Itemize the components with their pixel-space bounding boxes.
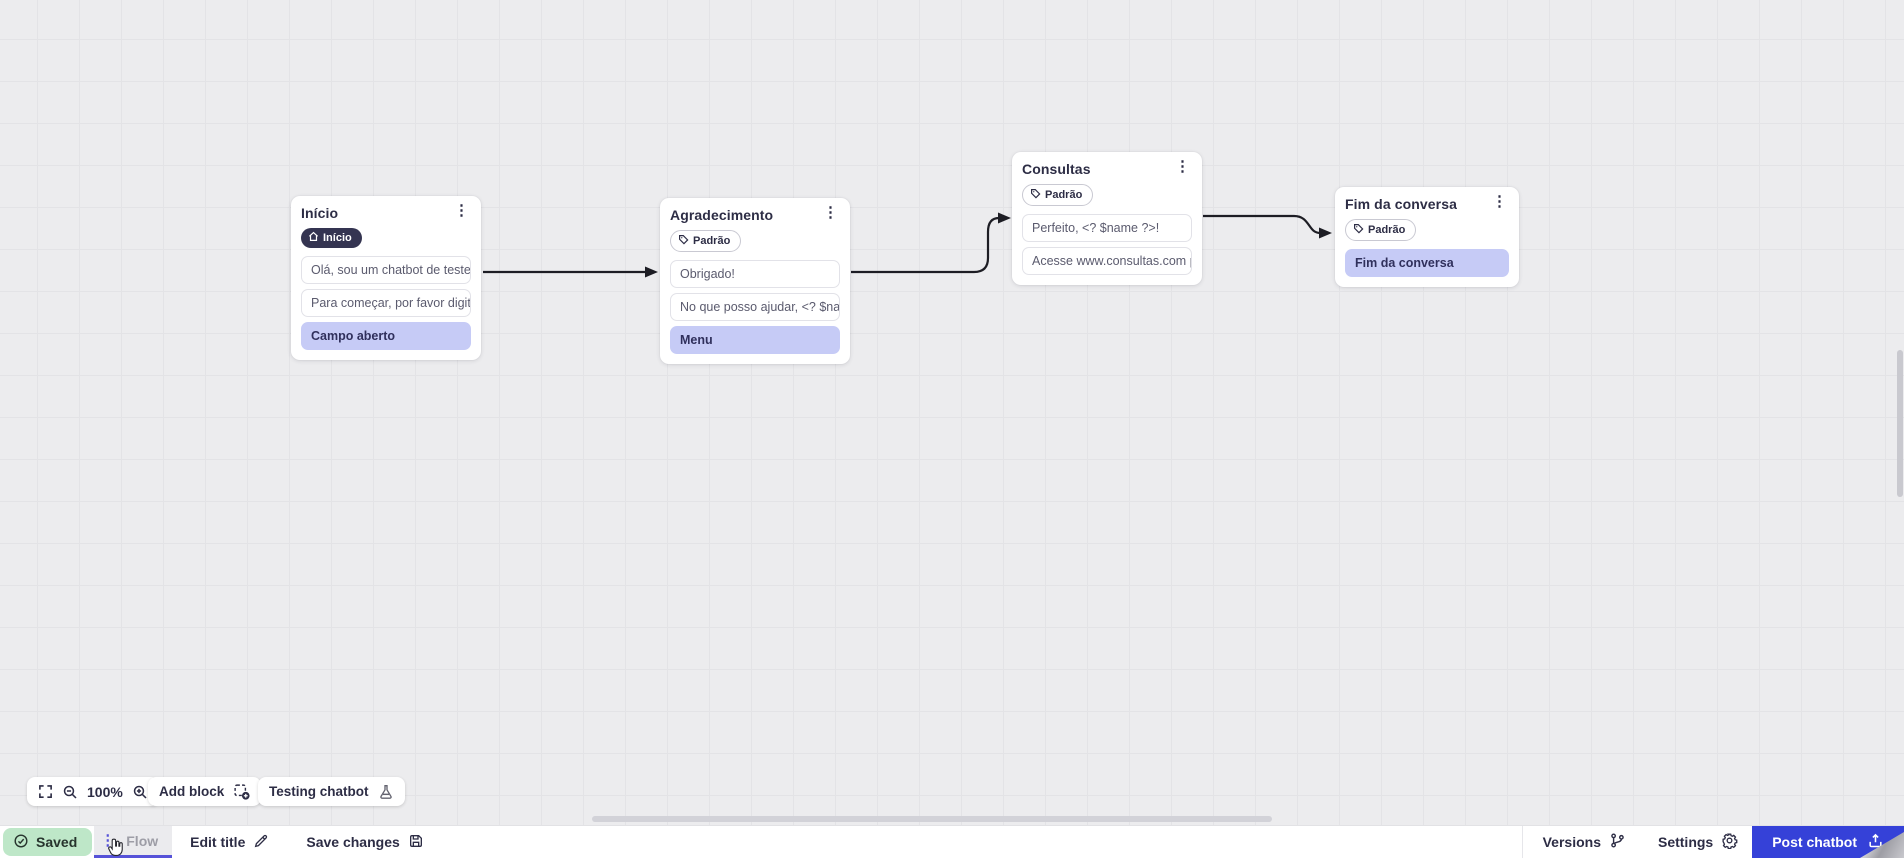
- node-title: Fim da conversa: [1345, 196, 1457, 212]
- message-block[interactable]: Para começar, por favor digite o ...: [301, 289, 471, 317]
- zoom-level: 100%: [87, 783, 123, 800]
- saved-status-badge: Saved: [3, 828, 93, 856]
- save-changes-label: Save changes: [306, 834, 400, 850]
- node-menu-icon[interactable]: ⋮: [823, 204, 838, 221]
- statusbar-divider: [1521, 825, 1523, 858]
- message-block[interactable]: Perfeito, <? $name ?>!: [1022, 214, 1192, 242]
- pencil-icon: [253, 833, 269, 852]
- flow-node-fim-da-conversa[interactable]: Fim da conversa ⋮ Padrão Fim da conversa: [1335, 187, 1519, 287]
- gear-icon: [1721, 832, 1738, 852]
- canvas-zoom-toolbar: 100%: [27, 777, 159, 806]
- tag-badge: Padrão: [1022, 184, 1094, 206]
- edit-title-label: Edit title: [190, 834, 246, 850]
- node-header: Consultas ⋮: [1022, 158, 1192, 177]
- flow-node-inicio[interactable]: Início ⋮ Início Olá, sou um chatbot de t…: [291, 196, 481, 360]
- flow-node-agradecimento[interactable]: Agradecimento ⋮ Padrão Obrigado! No que …: [660, 198, 850, 364]
- input-block[interactable]: Fim da conversa: [1345, 249, 1509, 277]
- badge-row: Início: [301, 228, 471, 248]
- post-chatbot-label: Post chatbot: [1772, 834, 1857, 850]
- badge-label: Padrão: [693, 235, 731, 247]
- input-block[interactable]: Campo aberto: [301, 322, 471, 350]
- upload-icon: [1867, 832, 1884, 852]
- node-menu-icon[interactable]: ⋮: [1175, 158, 1190, 175]
- node-header: Agradecimento ⋮: [670, 204, 840, 223]
- node-menu-icon[interactable]: ⋮: [1492, 193, 1507, 210]
- fullscreen-icon[interactable]: [38, 784, 53, 799]
- versions-button[interactable]: Versions: [1543, 832, 1626, 852]
- badge-row: Padrão: [1345, 219, 1509, 241]
- horizontal-scrollbar[interactable]: [592, 816, 1272, 822]
- post-chatbot-button[interactable]: Post chatbot: [1752, 825, 1904, 858]
- add-block-icon: [233, 783, 250, 800]
- node-header: Fim da conversa ⋮: [1345, 193, 1509, 212]
- message-block[interactable]: Olá, sou um chatbot de teste!: [301, 256, 471, 284]
- start-badge: Início: [301, 228, 362, 248]
- edit-title-button[interactable]: Edit title: [190, 833, 269, 852]
- badge-row: Padrão: [1022, 184, 1192, 206]
- tag-icon: [1353, 223, 1364, 237]
- git-branch-icon: [1609, 832, 1626, 852]
- testing-chatbot-button[interactable]: Testing chatbot: [258, 777, 405, 806]
- block-list: Obrigado! No que posso ajudar, <? $name …: [670, 260, 840, 354]
- status-bar: Saved ⋮ Flow Edit title Save changes Ver…: [0, 825, 1904, 858]
- home-icon: [308, 231, 319, 245]
- badge-label: Padrão: [1045, 189, 1083, 201]
- node-title: Agradecimento: [670, 207, 774, 223]
- tag-badge: Padrão: [1345, 219, 1417, 241]
- badge-row: Padrão: [670, 230, 840, 252]
- message-block[interactable]: No que posso ajudar, <? $name ...: [670, 293, 840, 321]
- vertical-scrollbar[interactable]: [1897, 350, 1903, 497]
- flow-tab-label: Flow: [126, 832, 159, 849]
- tab-flow[interactable]: ⋮ Flow: [94, 826, 173, 858]
- flow-node-consultas[interactable]: Consultas ⋮ Padrão Perfeito, <? $name ?>…: [1012, 152, 1202, 285]
- saved-label: Saved: [36, 834, 78, 850]
- badge-label: Padrão: [1368, 224, 1406, 236]
- node-menu-icon[interactable]: ⋮: [454, 202, 469, 219]
- tag-badge: Padrão: [670, 230, 742, 252]
- settings-label: Settings: [1657, 834, 1714, 850]
- message-block[interactable]: Obrigado!: [670, 260, 840, 288]
- testing-chatbot-label: Testing chatbot: [269, 784, 369, 799]
- block-list: Perfeito, <? $name ?>! Acesse www.consul…: [1022, 214, 1192, 275]
- zoom-out-icon[interactable]: [62, 784, 78, 800]
- tag-icon: [678, 234, 689, 248]
- badge-label: Início: [323, 232, 352, 244]
- node-header: Início ⋮: [301, 202, 471, 221]
- flow-menu-icon[interactable]: ⋮: [100, 831, 116, 849]
- versions-label: Versions: [1542, 834, 1601, 850]
- block-list: Fim da conversa: [1345, 249, 1509, 277]
- input-block[interactable]: Menu: [670, 326, 840, 354]
- zoom-in-icon[interactable]: [132, 784, 148, 800]
- save-icon: [408, 833, 424, 852]
- check-circle-icon: [13, 833, 29, 852]
- save-changes-button[interactable]: Save changes: [306, 833, 423, 852]
- tag-icon: [1030, 188, 1041, 202]
- settings-button[interactable]: Settings: [1658, 832, 1738, 852]
- node-title: Consultas: [1022, 161, 1091, 177]
- node-title: Início: [301, 205, 339, 221]
- message-block[interactable]: Acesse www.consultas.com par...: [1022, 247, 1192, 275]
- flask-icon: [378, 784, 394, 800]
- add-block-button[interactable]: Add block: [148, 777, 262, 806]
- add-block-label: Add block: [159, 784, 225, 799]
- block-list: Olá, sou um chatbot de teste! Para começ…: [301, 256, 471, 350]
